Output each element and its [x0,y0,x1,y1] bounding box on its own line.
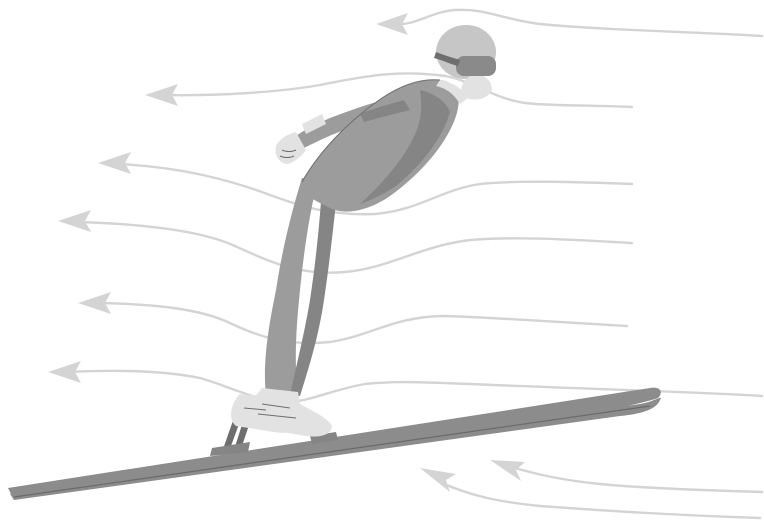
airflow-streamline-4 [58,210,632,273]
goggles-icon [456,56,496,76]
legs [265,178,318,398]
airflow-streamlines [48,10,762,402]
airflow-under-skis [420,460,762,518]
airflow-streamline-1 [376,10,762,36]
airflow-streamline-5 [78,292,627,343]
airflow-under-1 [490,460,762,492]
skis [8,388,661,500]
ski-edge [14,406,650,497]
ski-jumper [210,25,496,456]
airflow-under-2 [420,468,760,518]
